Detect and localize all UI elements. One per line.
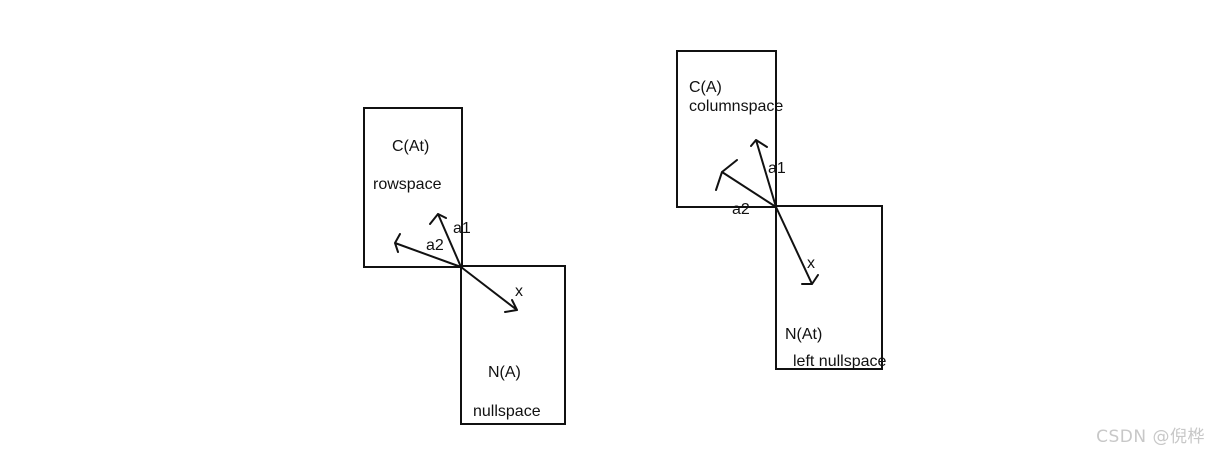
columnspace-box bbox=[676, 50, 777, 208]
a1-vector-arrow bbox=[429, 213, 462, 268]
a2-label: a2 bbox=[426, 237, 444, 254]
left-nullspace-box bbox=[775, 205, 883, 370]
columnspace-subtitle: columnspace bbox=[689, 98, 783, 115]
nullspace-box bbox=[460, 265, 566, 425]
x-label: x bbox=[515, 283, 523, 300]
columnspace-title: C(A) bbox=[689, 79, 722, 96]
a1-label: a1 bbox=[453, 220, 471, 237]
a1-vector-arrow bbox=[750, 139, 777, 208]
x-label: x bbox=[807, 255, 815, 272]
a2-label: a2 bbox=[732, 201, 750, 218]
rowspace-subtitle: rowspace bbox=[373, 176, 442, 193]
rowspace-box bbox=[363, 107, 463, 268]
left-diagram: C(At) rowspace N(A) nullspace a1 a2 x bbox=[363, 107, 566, 425]
left-nullspace-title: N(At) bbox=[785, 326, 822, 343]
a2-vector-arrow bbox=[715, 159, 777, 208]
a1-label: a1 bbox=[768, 160, 786, 177]
csdn-watermark: CSDN @倪桦 bbox=[1096, 427, 1205, 447]
right-diagram: C(A) columnspace N(At) left nullspace a1… bbox=[676, 50, 886, 370]
rowspace-title: C(At) bbox=[392, 138, 429, 155]
a2-vector-arrow bbox=[394, 233, 462, 268]
nullspace-title: N(A) bbox=[488, 364, 521, 381]
x-vector-arrow bbox=[775, 206, 819, 285]
left-nullspace-subtitle: left nullspace bbox=[793, 353, 886, 370]
nullspace-subtitle: nullspace bbox=[473, 403, 541, 420]
x-vector-arrow bbox=[460, 266, 518, 313]
